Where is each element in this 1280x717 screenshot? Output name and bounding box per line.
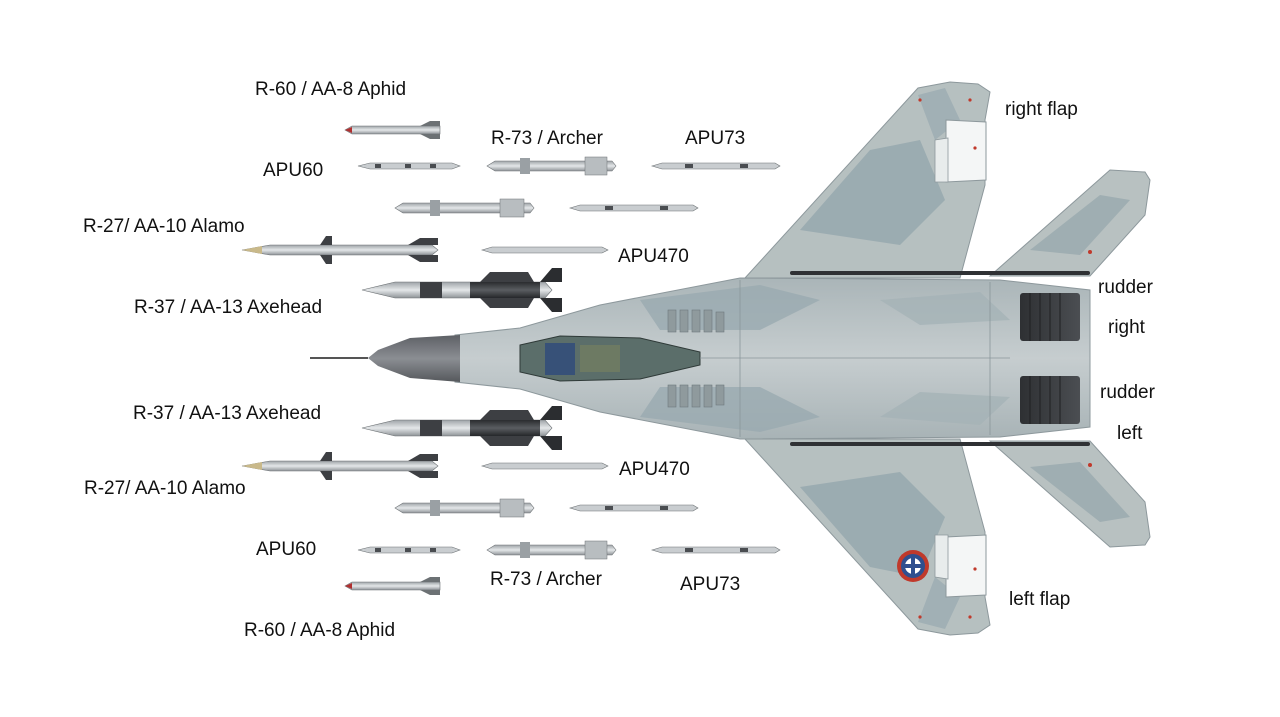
label-right: right: [1108, 317, 1145, 338]
label-rudder-top: rudder: [1098, 277, 1153, 298]
label-rudder-bottom: rudder: [1100, 382, 1155, 403]
label-apu73-bottom: APU73: [680, 574, 741, 595]
r73-missile-row2: [394, 198, 535, 218]
label-apu60-bottom: APU60: [256, 539, 317, 560]
label-r37-top: R-37 / AA-13 Axehead: [134, 297, 323, 318]
apu73-launcher-row2: [568, 204, 699, 212]
label-left-flap: left flap: [1009, 589, 1071, 610]
mig-29-top-view: [310, 81, 1151, 636]
label-apu73-top: APU73: [685, 128, 746, 149]
apu470-launcher-top: [480, 246, 609, 254]
label-left: left: [1117, 423, 1143, 444]
r73-missile-row5: [394, 498, 535, 518]
r27-missile-top: [241, 236, 439, 264]
label-apu470-top: APU470: [618, 246, 689, 267]
radome: [368, 335, 460, 382]
label-apu470-bottom: APU470: [619, 459, 690, 480]
label-r27-bottom: R-27/ AA-10 Alamo: [84, 478, 246, 499]
label-r73-bottom: R-73 / Archer: [490, 569, 602, 590]
left-flap-panel: [945, 534, 987, 598]
r37-missile-bottom: [361, 406, 562, 450]
r60-missile-bottom: [344, 577, 441, 595]
r37-missile-top: [361, 268, 562, 312]
label-r37-bottom: R-37 / AA-13 Axehead: [133, 403, 322, 424]
right-flap-panel: [945, 119, 987, 183]
label-apu60-top: APU60: [263, 160, 324, 181]
r27-missile-bottom: [241, 452, 439, 480]
r73-missile-top: [486, 156, 617, 176]
label-r60-bottom: R-60 / AA-8 Aphid: [244, 620, 396, 641]
label-r60-top: R-60 / AA-8 Aphid: [255, 79, 407, 100]
r73-missile-bottom: [486, 540, 617, 560]
apu470-launcher-bottom: [480, 462, 609, 470]
apu73-launcher-top: [650, 162, 781, 170]
label-r27-top: R-27/ AA-10 Alamo: [83, 216, 245, 237]
weapons: [241, 121, 781, 595]
roundel-icon: [897, 550, 929, 582]
apu60-launcher-bottom: [357, 546, 461, 554]
label-right-flap: right flap: [1005, 99, 1078, 120]
apu60-launcher-top: [357, 162, 461, 170]
label-r73-top: R-73 / Archer: [491, 128, 603, 149]
r60-missile-top: [344, 121, 441, 139]
apu73-launcher-row5: [568, 504, 699, 512]
apu73-launcher-bottom: [650, 546, 781, 554]
